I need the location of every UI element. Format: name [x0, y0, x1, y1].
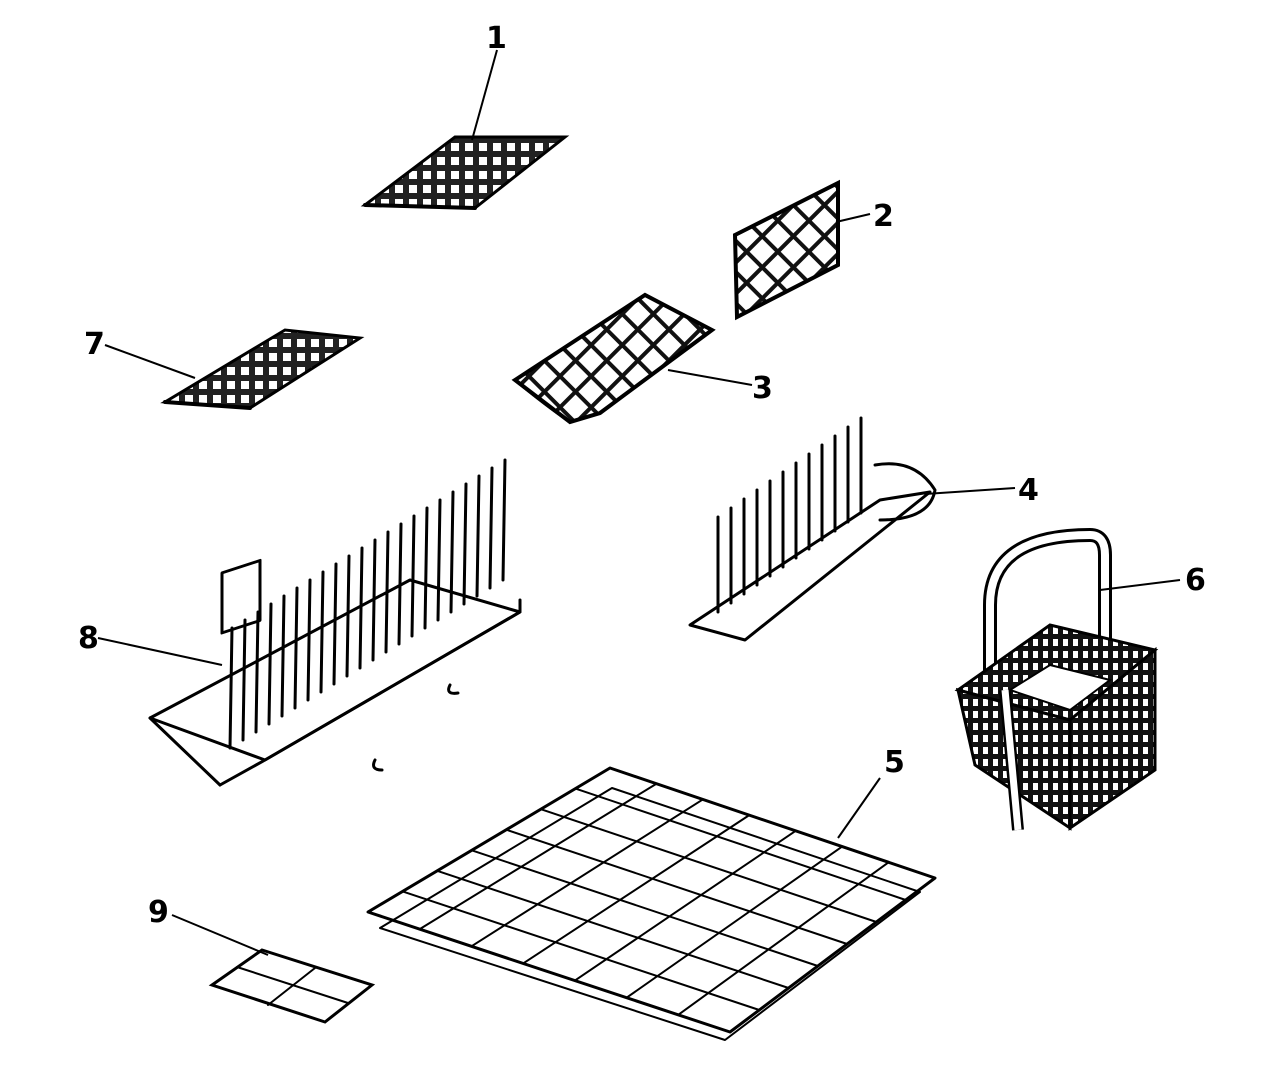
part-7-small-shelf [160, 328, 365, 410]
part-3-folding-flap [511, 292, 716, 425]
callout-9: 9 [148, 895, 169, 930]
callout-numbers: 1 2 3 4 5 6 7 8 9 [78, 21, 1206, 930]
part-9-small-insert [208, 948, 376, 1024]
callout-3: 3 [752, 371, 773, 406]
part-8-basket-rack [148, 458, 522, 787]
leader-lines [97, 49, 1181, 956]
callout-7: 7 [84, 327, 105, 362]
callout-6: 6 [1185, 563, 1206, 598]
part-5-lower-rack [366, 766, 937, 1041]
part-1-shelf-insert [360, 135, 570, 210]
part-6-cutlery-basket [954, 527, 1159, 831]
callout-8: 8 [78, 621, 99, 656]
callout-1: 1 [486, 21, 507, 56]
callout-5: 5 [884, 745, 905, 780]
callout-4: 4 [1018, 473, 1039, 508]
part-4-tine-rack [688, 416, 937, 642]
callout-2: 2 [873, 199, 894, 234]
part-2-mesh-panel [732, 179, 840, 321]
